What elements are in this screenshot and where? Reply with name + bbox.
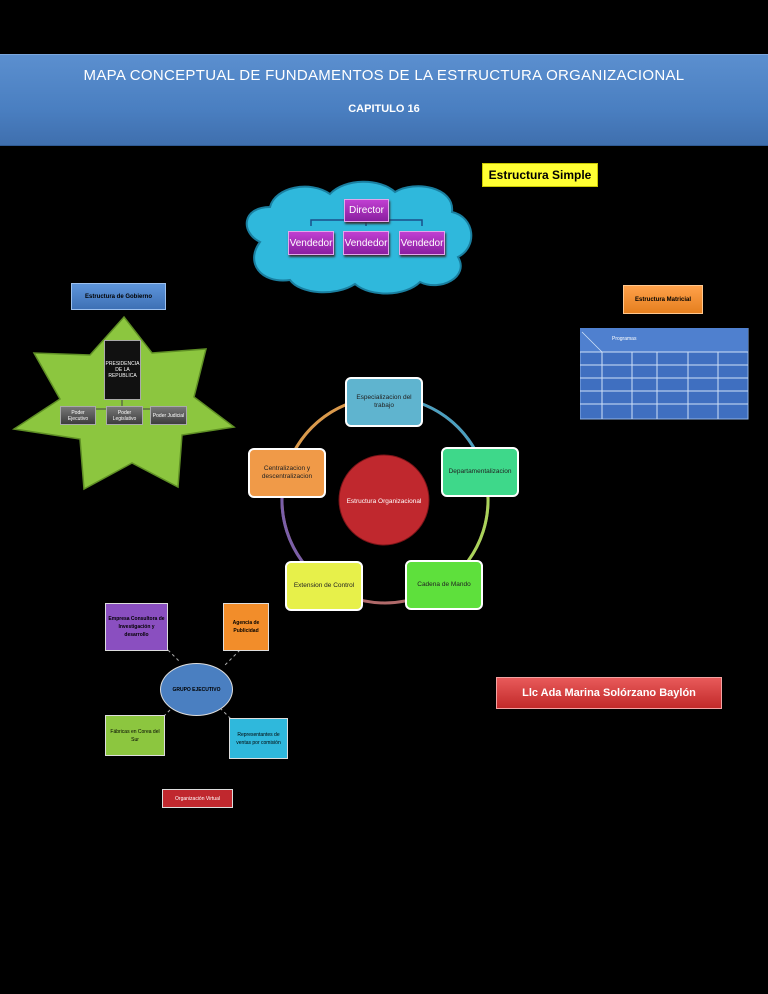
virtual-node: Fábricas en Corea del Sur xyxy=(105,715,165,756)
cycle-node: Cadena de Mando xyxy=(405,560,483,610)
power-box: Poder Legislativo xyxy=(106,406,143,425)
title-banner: MAPA CONCEPTUAL DE FUNDAMENTOS DE LA EST… xyxy=(0,54,768,146)
page-title: MAPA CONCEPTUAL DE FUNDAMENTOS DE LA EST… xyxy=(83,67,685,84)
vendedor-box: Vendedor xyxy=(399,231,445,255)
vendedor-box: Vendedor xyxy=(288,231,334,255)
vendedor-box: Vendedor xyxy=(343,231,389,255)
virtual-center: GRUPO EJECUTIVO xyxy=(160,663,233,716)
cycle-center: Estructura Organizacional xyxy=(346,497,422,505)
cycle-node: Especializacion del trabajo xyxy=(345,377,423,427)
power-box: Poder Ejecutivo xyxy=(60,406,96,425)
virtual-node: Empresa Consultora de Investigación y de… xyxy=(105,603,168,651)
simple-structure-label: Estructura Simple xyxy=(482,163,598,187)
virtual-node: Agencia de Publicidad xyxy=(223,603,269,651)
virtual-node: Representantes de ventas por comisión xyxy=(229,718,288,759)
director-box: Director xyxy=(344,199,389,222)
matrix-structure-label: Estructura Matricial xyxy=(623,285,703,314)
matrix-header: Programas xyxy=(612,336,637,342)
presidency-box: PRESIDENCIA DE LA REPUBLICA xyxy=(104,340,141,400)
government-structure-label: Estructura de Gobierno xyxy=(71,283,166,310)
author-name: Llc Ada Marina Solórzano Baylón xyxy=(496,677,722,709)
power-box: Poder Judicial xyxy=(150,406,187,425)
cycle-node: Extension de Control xyxy=(285,561,363,611)
cycle-node: Centralizacion y descentralizacion xyxy=(248,448,326,498)
virtual-label: Organización Virtual xyxy=(162,789,233,808)
page-subtitle: CAPITULO 16 xyxy=(348,103,420,115)
matrix-table xyxy=(580,328,749,420)
cycle-node: Departamentalizacion xyxy=(441,447,519,497)
